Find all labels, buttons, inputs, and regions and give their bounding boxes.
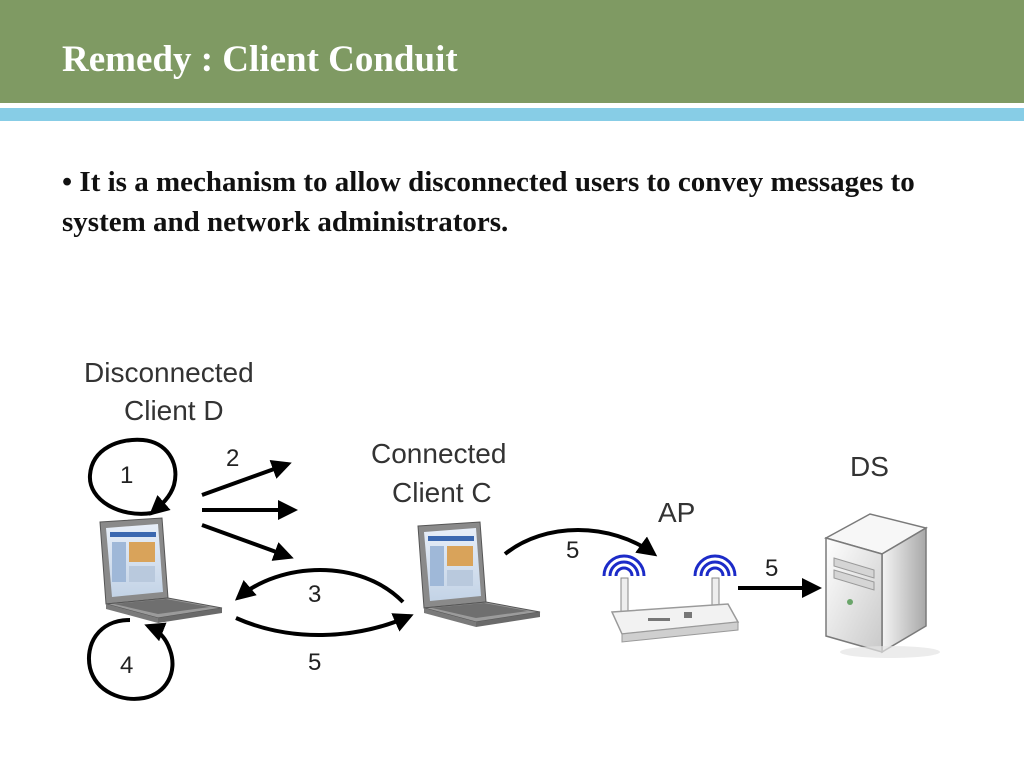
loop-arrow-4 xyxy=(87,618,175,701)
forward-arrow-d-to-c xyxy=(235,613,414,637)
laptop-icon-d xyxy=(99,517,223,623)
step-label-4: 4 xyxy=(120,652,133,679)
bullet-point: • It is a mechanism to allow disconnecte… xyxy=(62,162,962,242)
wifi-signal-icon-left xyxy=(602,554,646,577)
disconnected-label-line2: Client D xyxy=(124,395,224,426)
bullet-text: It is a mechanism to allow disconnected … xyxy=(62,166,915,238)
title-divider-blue xyxy=(0,108,1024,121)
access-point-icon xyxy=(602,554,740,643)
step-label-5-c: 5 xyxy=(308,649,321,676)
step-label-1: 1 xyxy=(120,462,133,489)
laptop-icon-c xyxy=(417,521,541,627)
title-divider-white xyxy=(0,103,1024,108)
broadcast-arrow-up xyxy=(201,460,292,497)
step-label-3: 3 xyxy=(308,581,321,608)
loop-arrow-1 xyxy=(87,437,178,516)
ap-label: AP xyxy=(658,497,695,528)
disconnected-label-line1: Disconnected xyxy=(84,357,254,388)
wifi-signal-icon-right xyxy=(693,554,737,577)
bullet-mark: • xyxy=(62,166,80,198)
server-icon xyxy=(824,513,940,658)
connected-label-line2: Client C xyxy=(392,477,492,508)
ds-label: DS xyxy=(850,451,889,482)
reply-arrow-3 xyxy=(234,568,405,604)
forward-arrow-c-to-ap xyxy=(503,528,658,557)
broadcast-arrow-down xyxy=(201,523,294,561)
step-label-5-ap: 5 xyxy=(566,537,579,564)
slide-title: Remedy : Client Conduit xyxy=(62,39,458,80)
connected-label-line1: Connected xyxy=(371,438,506,469)
step-label-2: 2 xyxy=(226,445,239,472)
step-label-5-ds: 5 xyxy=(765,555,778,582)
client-conduit-diagram: Disconnected Client D Connected Client C… xyxy=(84,357,940,701)
title-bar: Remedy : Client Conduit xyxy=(0,0,1024,103)
